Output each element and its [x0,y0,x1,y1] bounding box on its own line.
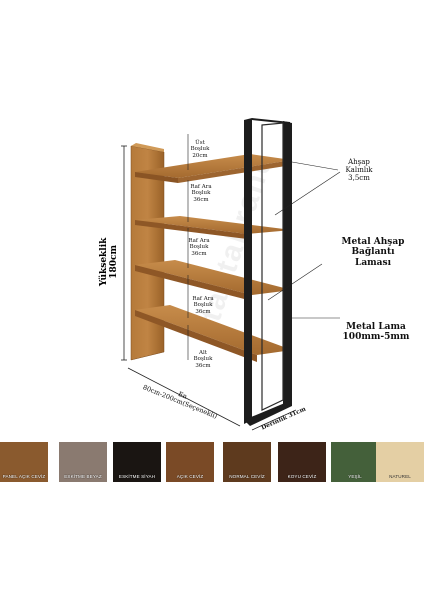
shelf-drawing [121,118,341,431]
color-swatches: PANEL AÇIK CEVİZ ESKİTME BEYAZ ESKİTME S… [0,442,424,492]
swatch-eskitme-beyaz[interactable]: ESKİTME BEYAZ [59,442,107,482]
swatch-yesil[interactable]: YEŞİL [331,442,379,482]
swatch-panel-acik-ceviz[interactable]: PANEL AÇIK CEVİZ [0,442,48,482]
width-line [127,367,241,427]
shelves [135,154,292,362]
swatch-eskitme-siyah[interactable]: ESKİTME SİYAH [113,442,161,482]
depth-line [251,409,297,431]
swatch-acik-ceviz[interactable]: AÇIK CEVİZ [166,442,214,482]
swatch-naturel[interactable]: NATUREL [376,442,424,482]
swatch-koyu-ceviz[interactable]: KOYU CEVİZ [278,442,326,482]
metal-frame [244,118,292,426]
swatch-normal-ceviz[interactable]: NORMAL CEVİZ [223,442,271,482]
